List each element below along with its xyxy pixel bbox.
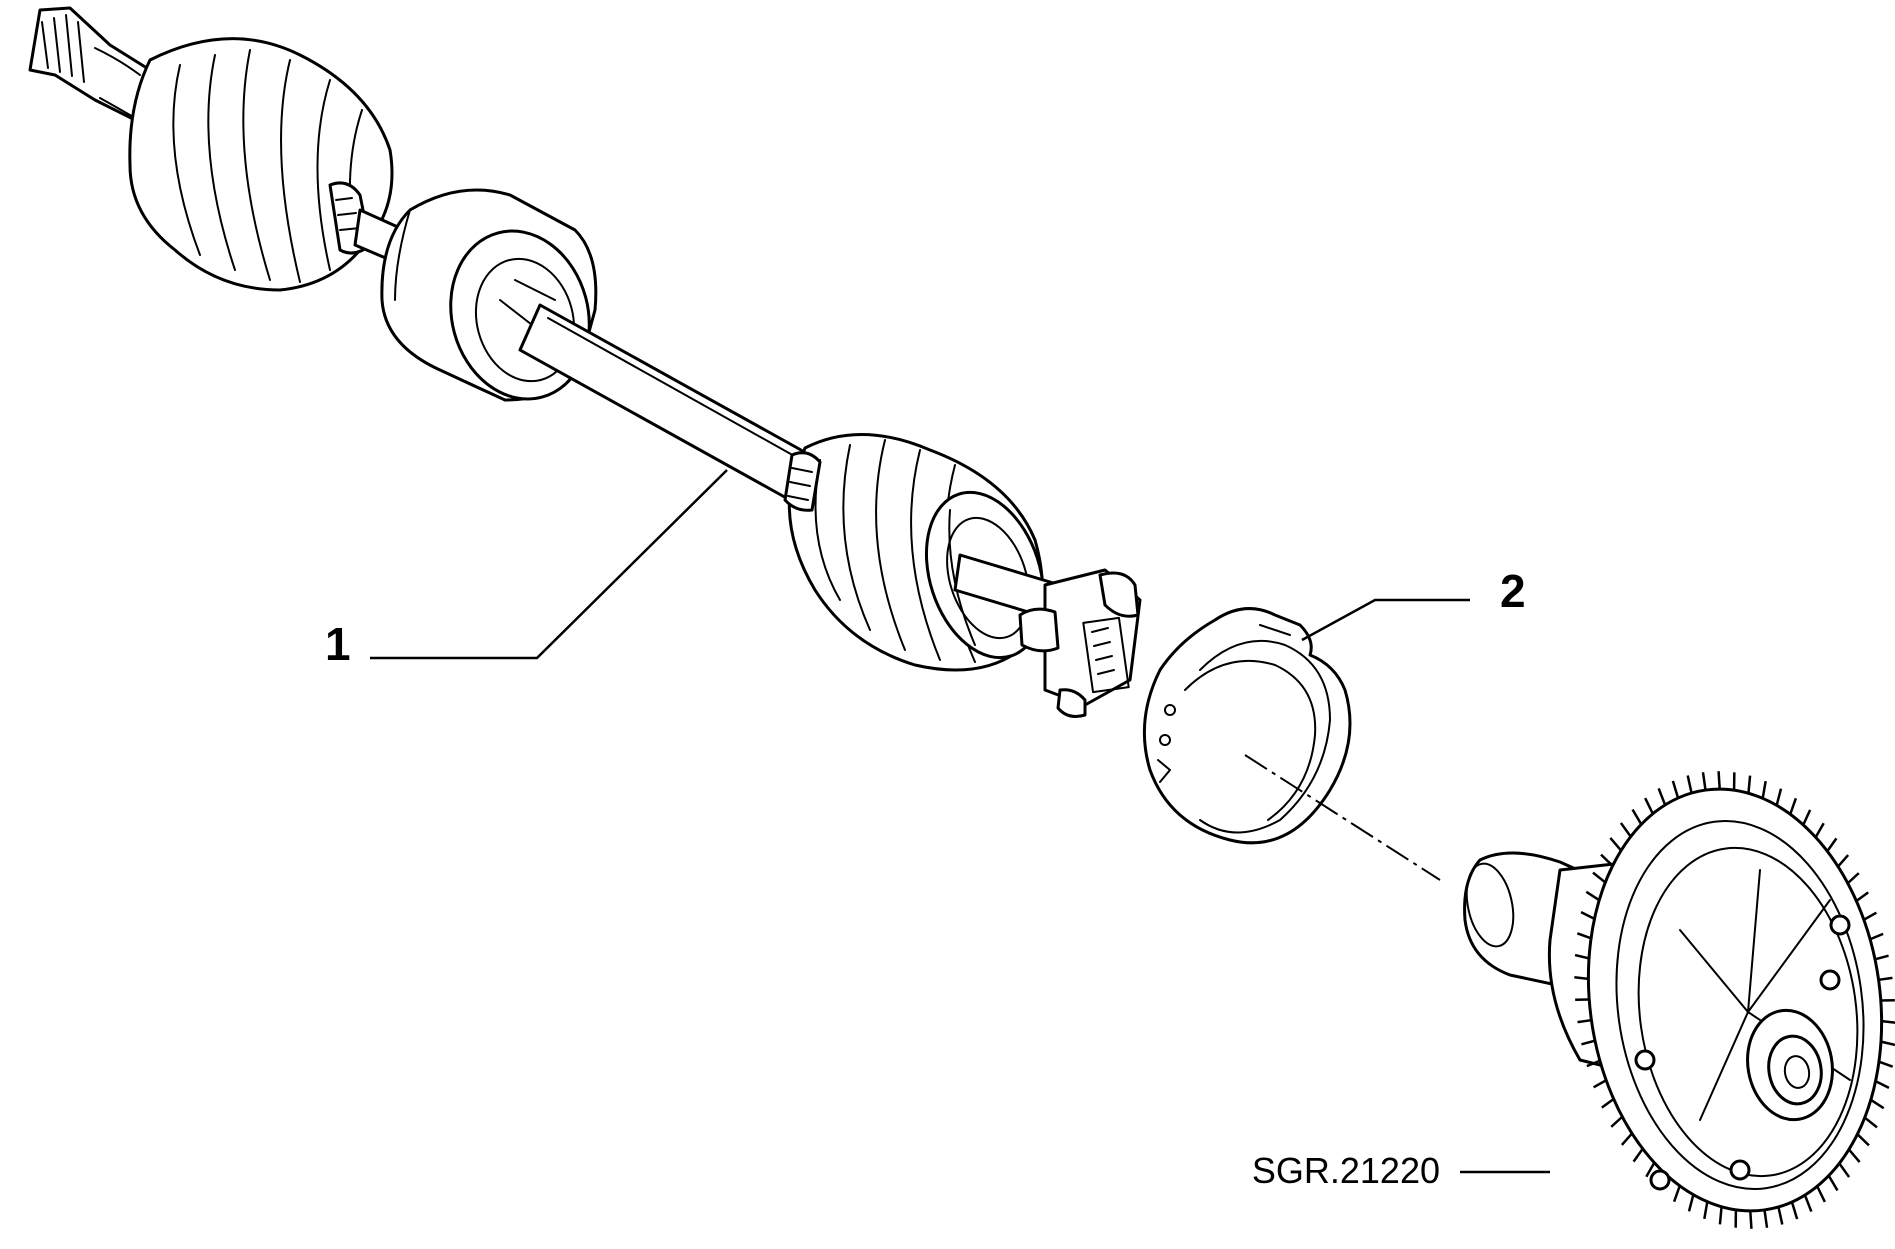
gear-tooth — [1574, 976, 1589, 981]
drawing-code-callout: SGR.21220 — [1252, 1150, 1550, 1191]
gear-tooth — [1878, 1060, 1894, 1068]
gear-tooth — [1580, 911, 1596, 920]
differential-gear — [1463, 771, 1895, 1229]
gear-tooth — [1777, 1206, 1784, 1225]
gear-tooth — [1581, 1039, 1596, 1046]
gear-tooth — [1671, 780, 1680, 799]
gear-tooth — [1814, 822, 1825, 838]
leader-line-2 — [1301, 598, 1470, 642]
gear-tooth — [1687, 1194, 1695, 1212]
retaining-ring — [1142, 607, 1352, 845]
gear-tooth — [1574, 953, 1590, 960]
callout-1: 1 — [325, 469, 728, 670]
gear-tooth — [1609, 837, 1623, 852]
gear-tooth — [1878, 976, 1893, 982]
gear-tooth — [1761, 780, 1767, 799]
gear-tooth — [1880, 1040, 1895, 1047]
gear-tooth — [1610, 1115, 1624, 1128]
gear-tooth — [1881, 1019, 1895, 1024]
leader-line-1 — [370, 469, 728, 660]
main-shaft — [518, 303, 812, 502]
gear-tooth — [1576, 932, 1592, 940]
gear-tooth — [1847, 1148, 1861, 1163]
gear-tooth — [1718, 1206, 1723, 1225]
callout-label-2: 2 — [1500, 565, 1526, 617]
gear-tooth — [1747, 775, 1752, 794]
gear-tooth — [1838, 1162, 1851, 1178]
gear-tooth — [1837, 854, 1850, 868]
gear-tooth — [1826, 837, 1838, 852]
gear-tooth — [1619, 822, 1632, 838]
gear-tooth — [1592, 871, 1607, 884]
drawing-code: SGR.21220 — [1252, 1150, 1440, 1191]
gear-tooth — [1585, 890, 1600, 902]
gear-tooth — [1645, 1162, 1656, 1178]
gear-tooth — [1586, 1059, 1601, 1068]
gear-tooth — [1620, 1132, 1633, 1146]
gear-tooth — [1869, 932, 1884, 941]
gear-tooth — [1856, 1133, 1870, 1147]
centre-axis — [1244, 754, 1441, 881]
gear-tooth — [1790, 1201, 1799, 1220]
gear-tooth — [1644, 797, 1654, 815]
gear-tooth — [1874, 1080, 1890, 1089]
gear-tooth — [1855, 891, 1869, 903]
gear-tooth — [1577, 1018, 1592, 1024]
gear-tooth — [1686, 775, 1693, 794]
gear-tooth — [1701, 772, 1707, 791]
gear-tooth — [1863, 1116, 1878, 1129]
callout-label-1: 1 — [325, 618, 351, 670]
driveshaft-assembly — [28, 6, 1142, 718]
gear-tooth — [1816, 1185, 1826, 1203]
gear-tooth — [1600, 853, 1614, 867]
gear-tooth — [1749, 1210, 1753, 1229]
gear-tooth — [1593, 1079, 1607, 1089]
gear-tooth — [1775, 788, 1783, 806]
gear-tooth — [1601, 1097, 1615, 1109]
gear-tooth — [1802, 809, 1812, 826]
gear-teeth — [1574, 771, 1895, 1229]
gear-tooth — [1657, 788, 1667, 806]
gear-tooth — [1863, 911, 1877, 921]
gear-tooth — [1763, 1209, 1769, 1228]
tripod-spider — [1018, 568, 1142, 718]
gear-tooth — [1631, 808, 1643, 826]
gear-tooth — [1803, 1194, 1813, 1212]
gear-tooth — [1846, 872, 1860, 885]
gear-tooth — [1870, 1098, 1885, 1110]
outer-spline-stub — [28, 6, 152, 122]
gear-tooth — [1827, 1174, 1839, 1192]
callout-2: 2 — [1301, 565, 1526, 642]
gear-tooth — [1874, 954, 1889, 961]
gear-tooth — [1672, 1185, 1681, 1203]
gear-tooth — [1717, 771, 1721, 790]
gear-tooth — [1632, 1148, 1644, 1163]
gear-tooth — [1703, 1201, 1709, 1220]
gear-tooth — [1789, 797, 1798, 815]
outer-cv-boot — [128, 37, 394, 292]
